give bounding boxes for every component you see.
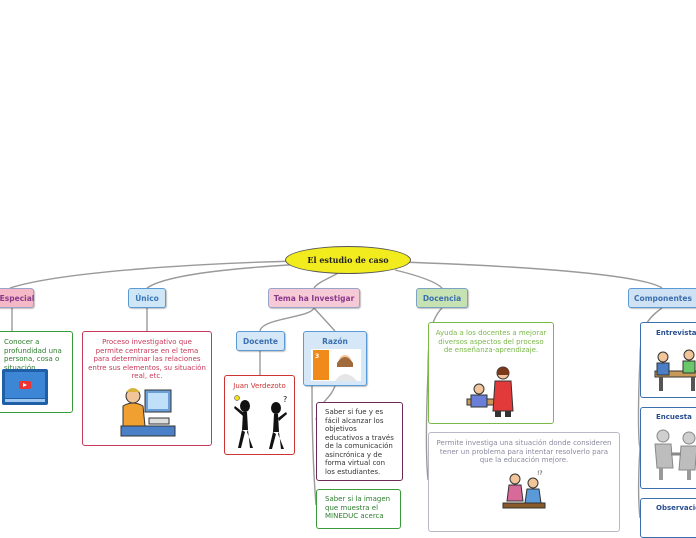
saber1-text: Saber si fue y es fácil alcanzar los obj… [325, 408, 394, 476]
unico-text: Proceso investigativo que permite centra… [88, 338, 206, 380]
encuesta-label: Encuesta [656, 413, 692, 421]
topic-especial-label: Especial [0, 293, 35, 303]
saber-note-2[interactable]: Saber si la imagen que muestra el MINEDU… [316, 489, 401, 529]
svg-text:!?: !? [537, 470, 543, 477]
topic-unico-label: Único [135, 293, 159, 303]
topic-componentes-label: Componentes [634, 293, 692, 303]
saber-note-1[interactable]: Saber si fue y es fácil alcanzar los obj… [316, 402, 403, 481]
especial-note[interactable]: Conocer a profundidad una persona, cosa … [0, 331, 73, 413]
video-player-icon [2, 369, 48, 405]
especial-text: Conocer a profundidad una persona, cosa … [4, 338, 62, 372]
entrevista-label: Entrevista [656, 329, 696, 337]
stick-figures-icon: ? [234, 395, 287, 449]
entrevista-note[interactable]: Entrevista [640, 322, 696, 398]
docente-node[interactable]: Docente [236, 331, 285, 351]
root-label: El estudio de caso [307, 255, 389, 265]
observacion-note[interactable]: Observación [640, 498, 696, 538]
classroom-icon: !? [502, 470, 546, 509]
topic-tema[interactable]: Tema ha Investigar [268, 288, 360, 308]
book-cover-icon: 3 [311, 349, 361, 381]
interview-icon [654, 349, 696, 391]
svg-text:?: ? [283, 395, 287, 404]
topic-tema-label: Tema ha Investigar [273, 293, 355, 303]
razon-label: Razón [322, 337, 348, 346]
person-at-computer-icon [120, 388, 176, 437]
topic-docencia[interactable]: Docencia [416, 288, 468, 308]
juan-note[interactable]: Juan Verdezoto ? [224, 375, 295, 455]
teacher-icon [466, 366, 514, 417]
ayuda-note[interactable]: Ayuda a los docentes a mejorar diversos … [428, 322, 554, 424]
saber2-text: Saber si la imagen que muestra el MINEDU… [325, 495, 391, 520]
topic-unico[interactable]: Único [128, 288, 166, 308]
topic-especial[interactable]: Especial [0, 288, 34, 308]
root-node[interactable]: El estudio de caso [285, 246, 411, 274]
unico-note[interactable]: Proceso investigativo que permite centra… [82, 331, 212, 446]
topic-componentes[interactable]: Componentes [628, 288, 696, 308]
topic-docencia-label: Docencia [422, 293, 462, 303]
svg-text:3: 3 [315, 353, 319, 360]
docente-label: Docente [243, 336, 278, 346]
permite-text: Permite investiga una situación donde co… [436, 439, 612, 464]
juan-text: Juan Verdezoto [233, 382, 286, 390]
observacion-label: Observación [656, 504, 696, 512]
encuesta-note[interactable]: Encuesta [640, 407, 696, 489]
permite-note[interactable]: Permite investiga una situación donde co… [428, 432, 620, 532]
razon-node[interactable]: Razón 3 [303, 331, 367, 386]
handshake-icon [654, 429, 696, 480]
ayuda-text: Ayuda a los docentes a mejorar diversos … [435, 329, 547, 354]
